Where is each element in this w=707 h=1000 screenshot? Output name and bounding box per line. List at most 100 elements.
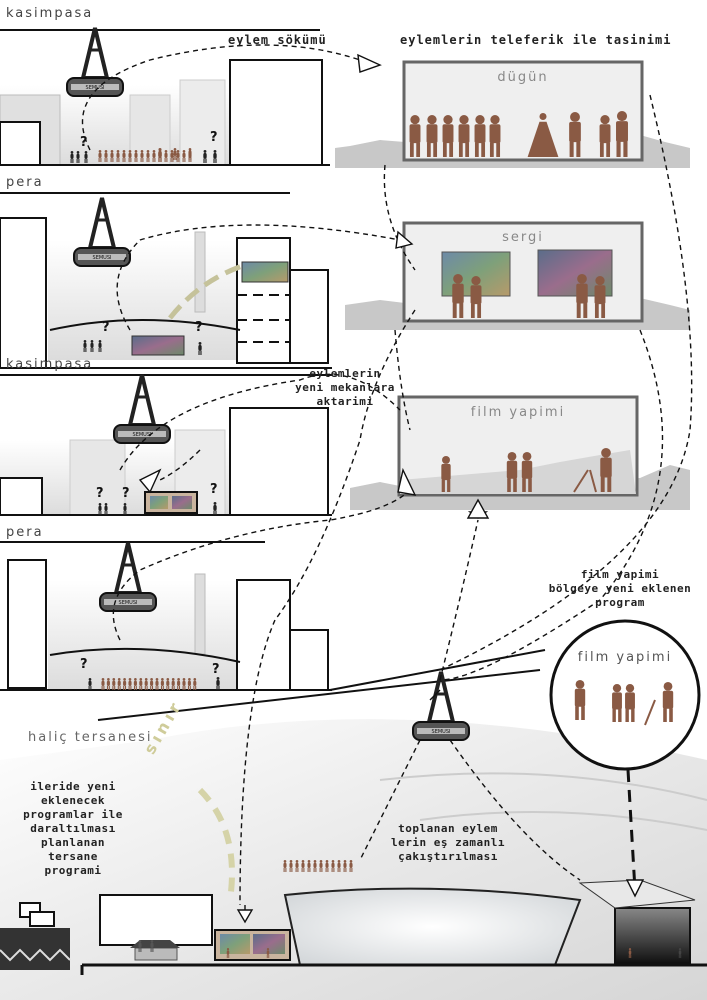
person-figure bbox=[90, 340, 94, 352]
bride-figure bbox=[527, 113, 559, 157]
note-yeni-mekan-line-3: aktarimi bbox=[316, 395, 374, 408]
question-mark: ? bbox=[210, 482, 218, 497]
person-figure bbox=[158, 148, 162, 162]
frame-sergi bbox=[345, 221, 690, 330]
person-figure bbox=[76, 151, 80, 163]
person-figure bbox=[198, 342, 202, 355]
person-figure bbox=[349, 860, 353, 872]
frame-film bbox=[350, 395, 690, 510]
person-figure bbox=[625, 684, 635, 722]
person-figure bbox=[138, 940, 142, 952]
person-figure bbox=[110, 150, 114, 162]
person-figure bbox=[569, 112, 581, 157]
person-figure bbox=[70, 151, 74, 163]
note-yeni-mekan-line-2: yeni mekanlara bbox=[295, 381, 395, 394]
person-figure bbox=[84, 151, 88, 163]
section-label-kasimpasa-2: kasimpasa bbox=[6, 357, 94, 372]
person-figure bbox=[98, 150, 102, 162]
person-figure bbox=[187, 678, 191, 690]
note-ileride-line-2: eklenecek bbox=[40, 794, 106, 807]
person-figure bbox=[152, 150, 156, 162]
note-ileride-line-4: daraltılması bbox=[30, 822, 116, 835]
question-mark: ? bbox=[210, 130, 218, 145]
person-figure bbox=[337, 860, 341, 872]
person-figure bbox=[216, 677, 220, 690]
frame-title-sergi: sergi bbox=[502, 230, 544, 245]
person-figure bbox=[442, 115, 454, 157]
person-figure bbox=[521, 452, 533, 492]
person-figure bbox=[331, 860, 335, 872]
note-yeni-mekan-line-1: eylemlerin bbox=[309, 367, 381, 380]
person-figure bbox=[470, 276, 482, 318]
frame-title-dugun: dügün bbox=[497, 70, 549, 85]
person-figure bbox=[133, 678, 137, 690]
tripod-icon bbox=[644, 699, 656, 726]
person-figure bbox=[117, 678, 121, 690]
person-figure bbox=[83, 340, 87, 352]
section-label-halic: haliç tersanesi bbox=[28, 730, 153, 745]
person-figure bbox=[474, 115, 486, 157]
person-figure bbox=[289, 860, 293, 872]
cable-car-icon: SEMUSI bbox=[66, 27, 124, 97]
person-figure bbox=[409, 115, 421, 157]
person-figure bbox=[155, 678, 159, 690]
person-figure bbox=[594, 276, 606, 318]
person-figure bbox=[150, 940, 154, 952]
person-figure bbox=[343, 860, 347, 872]
note-ileride-line-7: programi bbox=[44, 864, 102, 877]
row-pera-1 bbox=[0, 217, 332, 369]
circle-film bbox=[549, 619, 701, 771]
person-figure bbox=[574, 680, 586, 720]
question-mark: ? bbox=[96, 486, 104, 501]
person-figure bbox=[213, 502, 217, 515]
row-pera-2 bbox=[0, 559, 546, 721]
person-figure bbox=[98, 340, 102, 352]
section-label-kasimpasa-1: kasimpasa bbox=[6, 6, 94, 21]
tripod-icon bbox=[573, 469, 589, 493]
person-figure bbox=[182, 678, 186, 690]
note-ileride-line-5: planlanan bbox=[40, 836, 106, 849]
person-figure bbox=[182, 150, 186, 162]
cable-car-icon: SEMUSI bbox=[99, 542, 157, 612]
person-figure bbox=[164, 150, 168, 162]
person-figure bbox=[104, 150, 108, 162]
note-toplanan: toplanan eylem lerin eş zamanlı çakıştır… bbox=[378, 822, 518, 864]
person-figure bbox=[146, 150, 150, 162]
note-toplanan-line-1: toplanan eylem bbox=[398, 822, 498, 835]
question-mark: ? bbox=[80, 657, 88, 672]
person-figure bbox=[313, 860, 317, 872]
person-figure bbox=[98, 503, 102, 515]
person-figure bbox=[177, 678, 181, 690]
tripod-icon bbox=[589, 469, 597, 493]
person-figure bbox=[170, 150, 174, 162]
frame-title-circle: film yapimi bbox=[577, 650, 673, 665]
question-mark: ? bbox=[102, 320, 110, 335]
person-figure bbox=[600, 448, 612, 492]
person-figure bbox=[144, 678, 148, 690]
person-figure bbox=[599, 115, 611, 157]
cable-car-icon: SEMUSI bbox=[412, 671, 470, 741]
person-figure bbox=[307, 860, 311, 872]
person-figure bbox=[662, 682, 674, 722]
person-figure bbox=[193, 678, 197, 690]
cable-car-icon: SEMUSI bbox=[113, 374, 171, 444]
cabin-label: SEMUSI bbox=[119, 600, 138, 606]
person-figure bbox=[203, 150, 207, 163]
person-figure bbox=[576, 274, 588, 318]
cabin-label: SEMUSI bbox=[93, 255, 112, 261]
frame-title-film: film yapimi bbox=[470, 405, 566, 420]
person-figure bbox=[628, 948, 632, 958]
note-toplanan-line-3: çakıştırılması bbox=[398, 850, 498, 863]
person-figure bbox=[128, 678, 132, 690]
person-figure bbox=[213, 150, 217, 163]
person-figure bbox=[616, 111, 628, 157]
note-ileride: ileride yeni eklenecek programlar ile da… bbox=[18, 780, 128, 878]
person-figure bbox=[112, 678, 116, 690]
person-figure bbox=[134, 150, 138, 162]
person-figure bbox=[295, 860, 299, 872]
person-figure bbox=[122, 150, 126, 162]
note-ileride-line-1: ileride yeni bbox=[30, 780, 116, 793]
person-figure bbox=[166, 678, 170, 690]
label-eylem-sokumu: eylem sökümü bbox=[228, 33, 327, 47]
